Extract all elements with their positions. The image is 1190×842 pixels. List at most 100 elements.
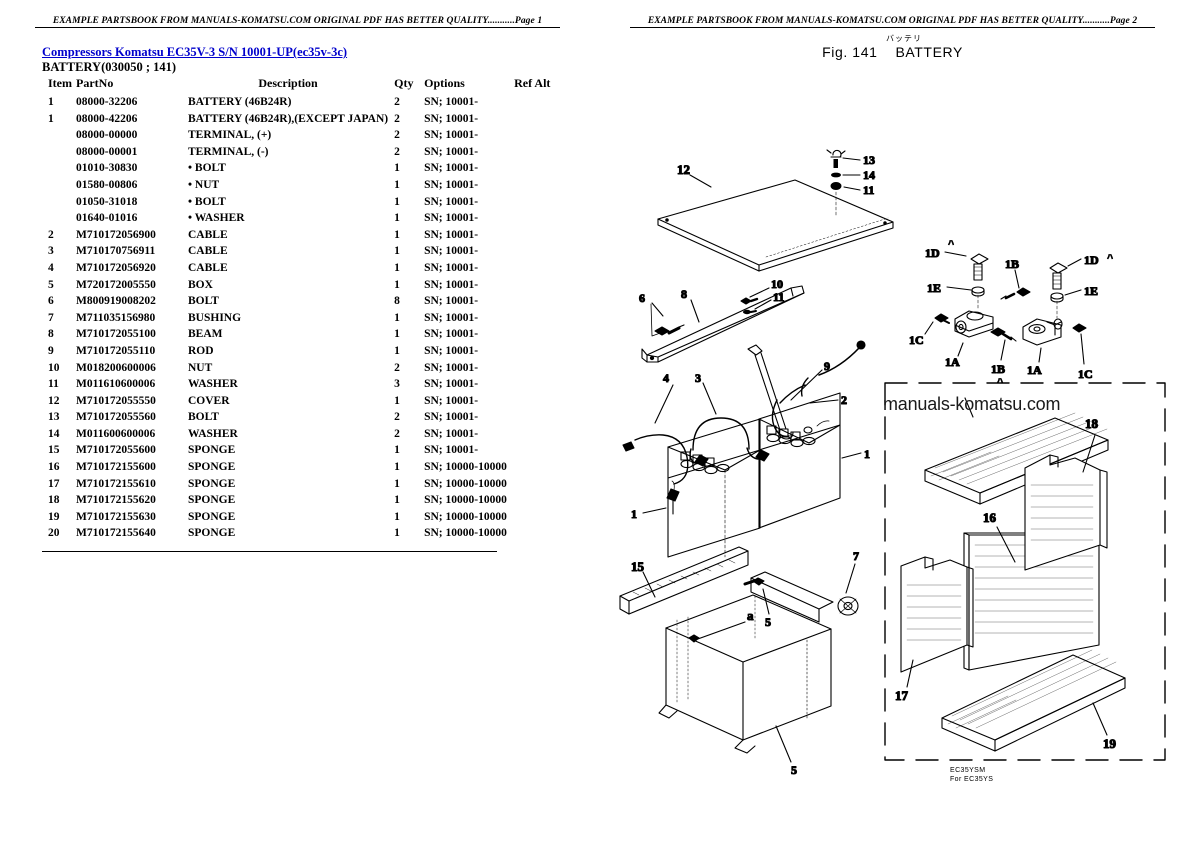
callout-18: 18 [1085,416,1099,431]
cell-ref [514,362,560,379]
page-header-banner-right: EXAMPLE PARTSBOOK FROM MANUALS-KOMATSU.C… [595,16,1190,28]
cell-ref [514,179,560,196]
marker-a: a [747,608,754,623]
sponge-box-caption: EC35YSM For EC35YS [950,766,993,784]
parts-table: Item PartNo Description Qty Options Ref … [42,76,560,544]
cell-item: 5 [48,278,54,291]
part-1A-terminal-left [954,310,994,338]
cell-desc: • NUT [188,178,220,191]
cell-ref [514,345,560,362]
cell-part: M011600600006 [76,427,156,440]
cell-ref [514,295,560,312]
cell-ref [514,527,560,544]
part-sponge-15 [619,546,749,615]
part-washer-14 [831,172,841,178]
cell-part: 01050-31018 [76,195,138,208]
callout-1C-right: 1C [1078,367,1093,381]
col-header-qty: Qty [394,76,414,90]
cell-part: 01640-01016 [76,212,138,225]
table-row[interactable]: 14 M011600600006 WASHER 2 SN; 10001- [42,428,560,445]
cell-ref [514,113,560,130]
cell-desc: • BOLT [188,162,226,175]
part-bolt-6 [654,324,685,336]
cell-qty: 1 [394,477,400,490]
cell-opt: SN; 10001- [424,411,479,424]
cell-item [42,179,76,196]
cell-desc: SPONGE [188,461,236,474]
page-header-banner-left: EXAMPLE PARTSBOOK FROM MANUALS-KOMATSU.C… [0,16,595,28]
cell-opt: SN; 10000-10000 [424,510,507,523]
cell-item: 19 [48,510,60,523]
figure-name: BATTERY [895,44,963,60]
cell-opt: SN; 10001- [424,245,479,258]
cell-ref [514,129,560,146]
cell-ref [514,162,560,179]
cell-desc: COVER [188,394,230,407]
cell-item: 1 [48,96,54,108]
cell-part: 08000-00001 [76,145,138,158]
callout-19: 19 [1103,736,1117,751]
cell-desc: BOLT [188,295,219,308]
callout-6: 6 [639,291,645,305]
cell-item: 2 [48,228,54,241]
part-1C-nut-right [1072,323,1087,333]
cell-opt: SN; 10001- [424,178,479,191]
cell-desc: CABLE [188,228,228,241]
cell-item: 14 [48,427,60,440]
parts-table-header-row: Item PartNo Description Qty Options Ref … [42,76,560,96]
cell-desc: SPONGE [188,494,236,507]
cell-qty: 1 [394,162,400,175]
part-1D-bolt-left [970,253,989,281]
callout-1-left: 1 [631,507,637,521]
assembly-title-link[interactable]: Compressors Komatsu EC35V-3 S/N 10001-UP… [42,45,348,59]
callout-17: 17 [895,688,909,703]
callout-1D-left-kana: ハ [948,241,954,247]
cell-opt: SN; 10001- [424,228,479,241]
cell-opt: SN; 10001- [424,427,479,440]
cell-desc: BEAM [188,328,223,341]
cell-ref [514,312,560,329]
cell-desc: NUT [188,361,213,374]
cell-opt: SN; 10001- [424,129,479,142]
cell-ref [514,511,560,528]
cell-qty: 1 [394,510,400,523]
cell-ref [514,411,560,428]
cell-qty: 2 [394,411,400,424]
cell-desc: TERMINAL, (-) [188,145,269,158]
cell-part: M710172055110 [76,344,156,357]
cell-qty: 2 [394,361,400,374]
cell-part: M720172005550 [76,278,156,291]
cell-desc: SPONGE [188,527,236,540]
cell-desc: WASHER [188,427,238,440]
cell-part: M011610600006 [76,378,156,391]
cell-qty: 2 [394,427,400,440]
cell-part: M710172155640 [76,527,156,540]
